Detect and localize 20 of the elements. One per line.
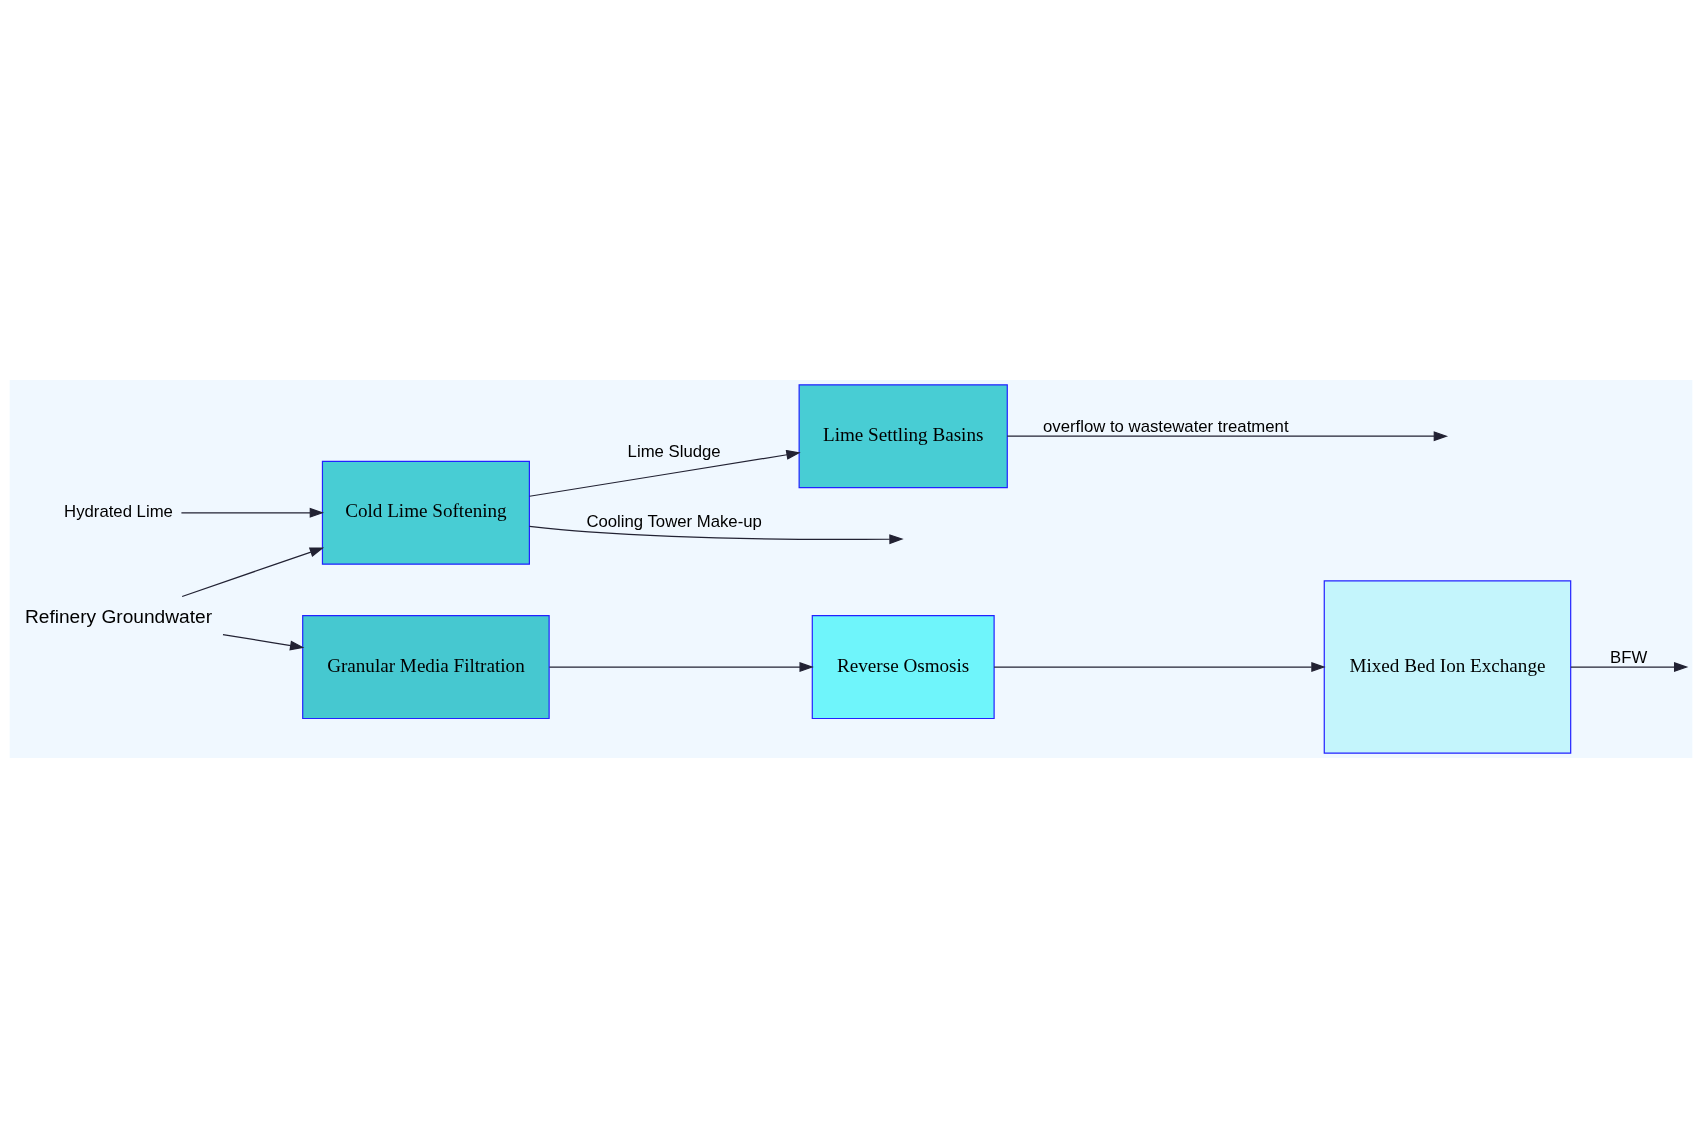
node-box: Lime Settling Basins bbox=[798, 384, 1008, 489]
arrow bbox=[181, 547, 324, 598]
arrow bbox=[1569, 662, 1688, 673]
edge-label: BFW bbox=[1609, 647, 1647, 667]
node-text: Hydrated Lime bbox=[63, 502, 173, 522]
node-box: Granular Media Filtration bbox=[301, 615, 550, 720]
arrow bbox=[180, 507, 324, 518]
arrow bbox=[993, 662, 1326, 673]
arrow bbox=[528, 525, 904, 545]
node-box: Mixed Bed Ion Exchange bbox=[1323, 580, 1571, 754]
arrow bbox=[1006, 431, 1448, 442]
edge-label: overflow to wastewater treatment bbox=[1042, 416, 1289, 436]
edge-label: Cooling Tower Make-up bbox=[585, 512, 762, 532]
edge-label: Lime Sludge bbox=[627, 441, 721, 461]
arrow bbox=[548, 662, 814, 673]
arrow bbox=[221, 634, 304, 651]
node-box: Cold Lime Softening bbox=[321, 460, 530, 565]
node-box: Reverse Osmosis bbox=[811, 615, 995, 720]
node-text: Refinery Groundwater bbox=[24, 605, 212, 627]
arrow bbox=[528, 449, 801, 497]
